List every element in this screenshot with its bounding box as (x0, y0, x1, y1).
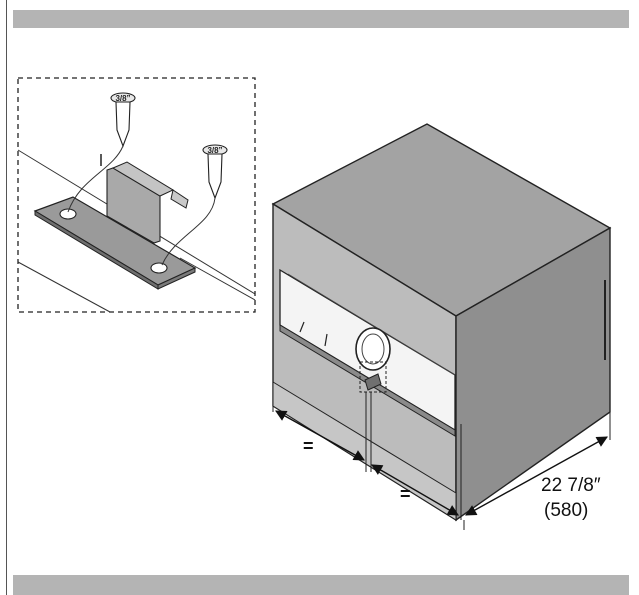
equal-right-dimension (371, 464, 459, 516)
equal-right-label: = (400, 484, 411, 504)
svg-text:3/8”: 3/8” (207, 146, 222, 155)
footer-band (13, 575, 629, 595)
mounting-bracket (33, 154, 197, 290)
header-band (13, 10, 629, 28)
svg-text:3/8”: 3/8” (115, 94, 130, 103)
equal-left-dimension (275, 410, 365, 461)
bracket-hole-right (150, 262, 168, 274)
depth-metric-label: (580) (544, 500, 588, 521)
equal-left-label: = (303, 436, 314, 456)
screw-left-icon: 3/8” (67, 92, 136, 213)
detail-inset: 3/8” 3/8” (17, 77, 256, 313)
dimension-lines: = = 22 7/8″ (580) (272, 387, 611, 530)
page-margin-line (6, 0, 7, 595)
screw-right-icon: 3/8” (161, 144, 228, 266)
floor-line-right (179, 257, 256, 301)
bracket-hole-left (59, 208, 77, 220)
depth-imperial-label: 22 7/8″ (541, 475, 601, 496)
floor-line-lower (17, 261, 111, 313)
depth-dimension (465, 436, 608, 516)
bracket-location-marker (359, 361, 387, 393)
fireplace-unit (271, 123, 612, 522)
